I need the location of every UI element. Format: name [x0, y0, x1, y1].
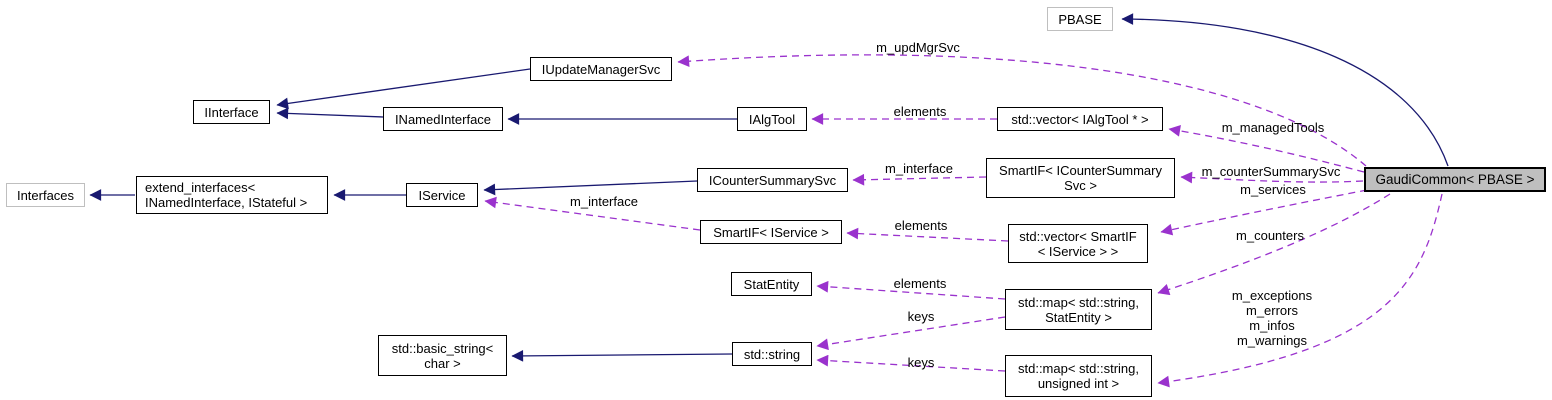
edge-label-m-exceptions-group: m_exceptions m_errors m_infos m_warnings	[1231, 288, 1313, 348]
edge-label-m-managedtools: m_managedTools	[1221, 120, 1325, 135]
edge-usage-elements-smartif-iservice	[846, 227, 1009, 242]
node-std-string[interactable]: std::string	[732, 342, 812, 366]
edge-usage-keys-unsigned	[816, 354, 1006, 372]
node-icountersummarysvc[interactable]: ICounterSummarySvc	[697, 168, 848, 192]
edge-label-elements-statentity: elements	[893, 276, 947, 291]
node-gaudicommon: GaudiCommon< PBASE >	[1364, 167, 1546, 192]
edge-stdstring-to-basicstring	[511, 350, 733, 362]
node-vector-smartif-iservice[interactable]: std::vector< SmartIF < IService > >	[1008, 224, 1148, 263]
edge-usage-m-interface-counter	[852, 173, 987, 186]
edge-label-keys-unsigned: keys	[907, 355, 935, 370]
node-map-string-statentity[interactable]: std::map< std::string, StatEntity >	[1005, 289, 1152, 330]
edge-label-m-updmgrsvc: m_updMgrSvc	[876, 40, 960, 55]
edge-usage-m-managedtools	[1168, 125, 1365, 173]
edge-label-m-interface-service: m_interface	[570, 194, 638, 209]
edge-label-elements-tools: elements	[893, 104, 947, 119]
edge-label-m-countersummarysvc: m_counterSummarySvc	[1201, 164, 1341, 179]
edge-usage-m-counters	[1157, 193, 1391, 296]
edge-usage-m-exceptions-group	[1157, 193, 1443, 388]
node-vector-ialgtool[interactable]: std::vector< IAlgTool * >	[997, 107, 1163, 131]
edge-label-m-counters: m_counters	[1236, 228, 1304, 243]
edge-usage-m-services	[1160, 189, 1368, 236]
node-map-string-unsigned[interactable]: std::map< std::string, unsigned int >	[1005, 355, 1152, 397]
edge-label-m-services: m_services	[1240, 182, 1306, 197]
node-extend-interfaces[interactable]: extend_interfaces< INamedInterface, ISta…	[136, 176, 328, 214]
edge-iupdatemanagersvc-to-iinterface	[276, 68, 531, 110]
edge-usage-m-updmgrsvc	[677, 54, 1367, 167]
edge-usage-keys-statentity	[816, 316, 1006, 351]
node-basic-string[interactable]: std::basic_string< char >	[378, 335, 507, 376]
node-iupdatemanagersvc[interactable]: IUpdateManagerSvc	[530, 57, 672, 81]
node-ialgtool[interactable]: IAlgTool	[737, 107, 807, 131]
node-smartif-icountersummarysvc[interactable]: SmartIF< ICounterSummary Svc >	[986, 158, 1175, 198]
node-iinterface[interactable]: IInterface	[193, 100, 270, 124]
edge-label-m-interface-counter: m_interface	[885, 161, 953, 176]
edge-label-keys-statentity: keys	[907, 309, 935, 324]
edge-usage-m-interface-iservice	[484, 196, 701, 231]
node-inamedinterface[interactable]: INamedInterface	[383, 107, 503, 131]
node-interfaces: Interfaces	[6, 183, 85, 207]
edge-inamedinterface-to-iinterface	[276, 107, 384, 120]
node-smartif-iservice[interactable]: SmartIF< IService >	[700, 220, 842, 244]
node-iservice[interactable]: IService	[406, 183, 478, 207]
edge-usage-elements-statentity	[816, 280, 1006, 300]
edge-usage-m-countersummarysvc	[1180, 171, 1364, 184]
node-pbase: PBASE	[1047, 7, 1113, 31]
edge-label-elements-services: elements	[894, 218, 948, 233]
edge-gaudicommon-to-pbase	[1121, 13, 1449, 167]
edge-icountersummarysvc-to-iservice	[483, 180, 698, 196]
node-statentity[interactable]: StatEntity	[731, 272, 812, 296]
